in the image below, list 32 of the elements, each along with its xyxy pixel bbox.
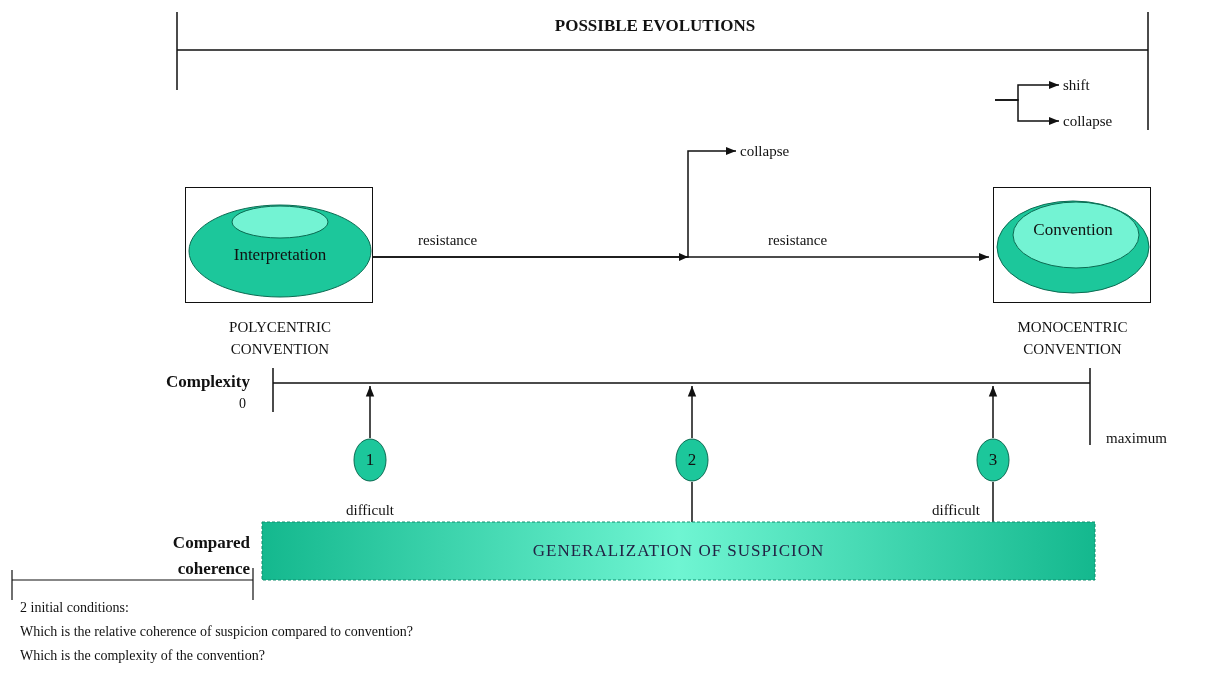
node-label: collapse [1063,110,1133,132]
numbered-circle: 2 [675,438,709,482]
note-text: maximum [1106,429,1168,448]
axis-label: Compared coherence [171,532,250,580]
caption-text: MONOCENTRIC CONVENTION [1016,318,1129,359]
note-text: difficult [344,501,395,520]
box-node [185,187,373,303]
arrow [994,99,1060,126]
note-text: 0 [238,395,246,413]
connector-line [992,481,994,523]
numbered-circle: 3 [976,438,1010,482]
note-text: 2 initial conditions: [20,599,130,617]
note-text: Which is the relative coherence of suspicion compared to convention? [20,623,415,641]
band-bar: GENERALIZATION OF SUSPICION [262,522,1095,580]
heading-text: POSSIBLE EVOLUTIONS [553,16,757,36]
arrow [365,385,375,439]
arrow [372,252,990,262]
node-label: collapse [740,140,810,162]
note-text: Which is the complexity of the convention? [20,647,266,665]
edge-label: resistance [418,231,478,250]
edge-label: resistance [768,231,828,250]
ellipse-node: Interpretation [188,204,372,298]
note-text: difficult [930,501,981,520]
box-node [993,187,1151,303]
node-label: shift [1063,74,1103,96]
arrow [988,385,998,439]
arrow [687,385,697,439]
numbered-circle: 1 [353,438,387,482]
caption-text: POLYCENTRIC CONVENTION [228,318,332,359]
connector-line [691,481,693,523]
axis-label: Complexity [164,372,250,392]
ellipse-node: Convention [996,200,1150,294]
